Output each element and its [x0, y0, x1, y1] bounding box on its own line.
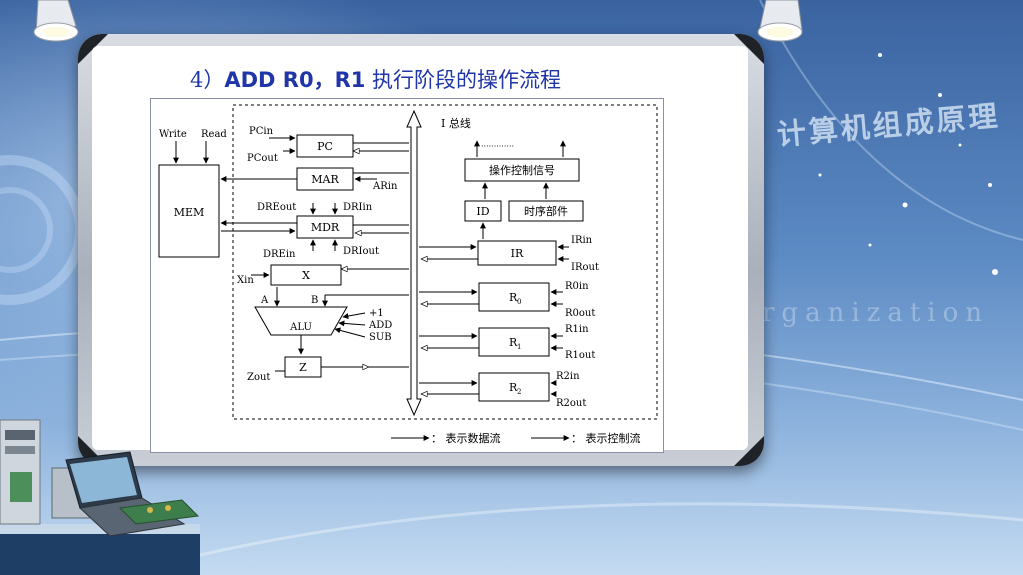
- alu-op-add: ADD: [368, 320, 392, 331]
- ir-label: IR: [511, 247, 524, 260]
- r1-out-label: R1out: [565, 350, 595, 361]
- alu-unit: [254, 306, 348, 336]
- dre-out-label: DREout: [257, 202, 296, 213]
- x-in-label: Xin: [237, 275, 254, 286]
- legend-data-label: ： 表示数据流: [431, 431, 501, 445]
- cpu-boundary: [232, 104, 658, 420]
- slide-title: 4）ADD R0，R1 执行阶段的操作流程: [190, 64, 561, 94]
- z-out-label: Zout: [247, 372, 270, 383]
- legend-control-label: ： 表示控制流: [571, 431, 641, 445]
- spotlight-right-icon: [757, 0, 803, 42]
- pc-out-label: PCout: [247, 153, 278, 164]
- id-box: [464, 200, 502, 222]
- dre-in-label: DREin: [263, 249, 296, 260]
- cpu-datapath-diagram: I 总线 MEM Write Read PC PCin PCout MAR AR…: [150, 98, 664, 453]
- ir-out-label: IRout: [571, 262, 599, 273]
- r1-label: R: [509, 336, 518, 349]
- r2-in-label: R2in: [556, 371, 580, 382]
- ir-register: [477, 240, 557, 266]
- r2-register: [478, 372, 550, 402]
- r0-register: [478, 282, 550, 312]
- r0-in-label: R0in: [565, 281, 589, 292]
- timing-label: 时序部件: [524, 204, 568, 218]
- datapath-svg: I 总线 MEM Write Read PC PCin PCout MAR AR…: [158, 104, 658, 445]
- internal-bus: [406, 109, 422, 417]
- title-instruction: ADD R0，R1: [224, 68, 366, 92]
- alu-a-label: A: [260, 295, 269, 306]
- r2-out-label: R2out: [556, 398, 586, 409]
- title-number: 4）: [190, 68, 225, 92]
- mem-block: [158, 164, 220, 258]
- control-dots: ·············: [481, 142, 514, 151]
- z-label: Z: [299, 361, 307, 374]
- alu-b-label: B: [311, 295, 318, 306]
- course-watermark-english: rganization: [762, 298, 989, 328]
- title-description: 执行阶段的操作流程: [365, 68, 562, 92]
- r2-label: R: [509, 381, 518, 394]
- mdr-register: [296, 215, 354, 239]
- r1-subscript: 1: [517, 343, 521, 351]
- r0-label: R: [509, 291, 518, 304]
- control-signals-box: [464, 158, 580, 182]
- pc-register: [296, 134, 354, 158]
- alu-op-sub: SUB: [369, 332, 392, 343]
- control-signals-label: 操作控制信号: [489, 163, 555, 177]
- ar-in-label: ARin: [372, 181, 398, 192]
- mdr-label: MDR: [311, 221, 340, 234]
- mem-write-label: Write: [159, 129, 187, 140]
- r0-out-label: R0out: [565, 308, 595, 319]
- alu-op-inc: +1: [369, 308, 384, 319]
- mem-read-label: Read: [201, 129, 227, 140]
- id-label: ID: [476, 205, 489, 218]
- spotlight-left-icon: [33, 0, 79, 42]
- timing-box: [508, 200, 584, 222]
- mem-label: MEM: [174, 206, 205, 219]
- r2-subscript: 2: [517, 388, 521, 396]
- dr-in-label: DRIin: [343, 202, 373, 213]
- mar-label: MAR: [311, 173, 339, 186]
- alu-label: ALU: [289, 322, 312, 333]
- x-label: X: [302, 269, 310, 282]
- pc-label: PC: [317, 140, 333, 153]
- dr-out-label: DRIout: [343, 246, 379, 257]
- r0-subscript: 0: [517, 298, 521, 306]
- ir-in-label: IRin: [571, 235, 593, 246]
- r1-register: [478, 327, 550, 357]
- x-register: [270, 264, 342, 286]
- pc-in-label: PCin: [249, 126, 274, 137]
- computer-hardware-illustration: [0, 419, 200, 575]
- bus-label: I 总线: [441, 116, 471, 130]
- r1-in-label: R1in: [565, 324, 589, 335]
